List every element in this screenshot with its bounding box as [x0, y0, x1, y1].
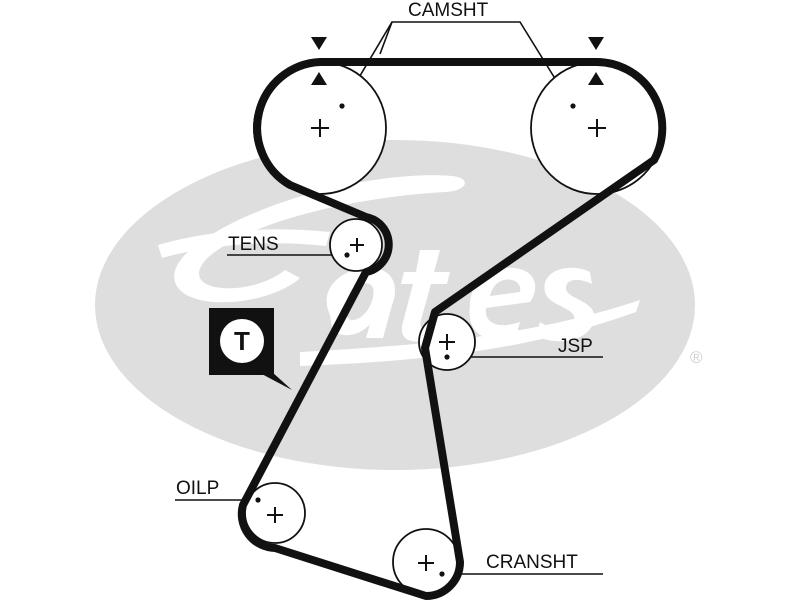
tensioner-label: TENS [228, 234, 279, 255]
tensioner-badge-icon: T [209, 308, 292, 390]
crankshaft-label: CRANSHT [486, 552, 578, 573]
tensioner-badge-letter: T [234, 326, 250, 356]
timing-mark-arrow-icon [311, 37, 604, 85]
gates-logo-watermark: ® [95, 140, 703, 470]
oil-pump-label: OILP [176, 478, 219, 499]
jackshaft-label: JSP [558, 336, 593, 357]
pulley-center-cross-icon [267, 119, 606, 571]
registered-mark: ® [690, 348, 703, 367]
timing-belt [237, 58, 667, 600]
camshaft-label: CAMSHT [408, 0, 489, 21]
